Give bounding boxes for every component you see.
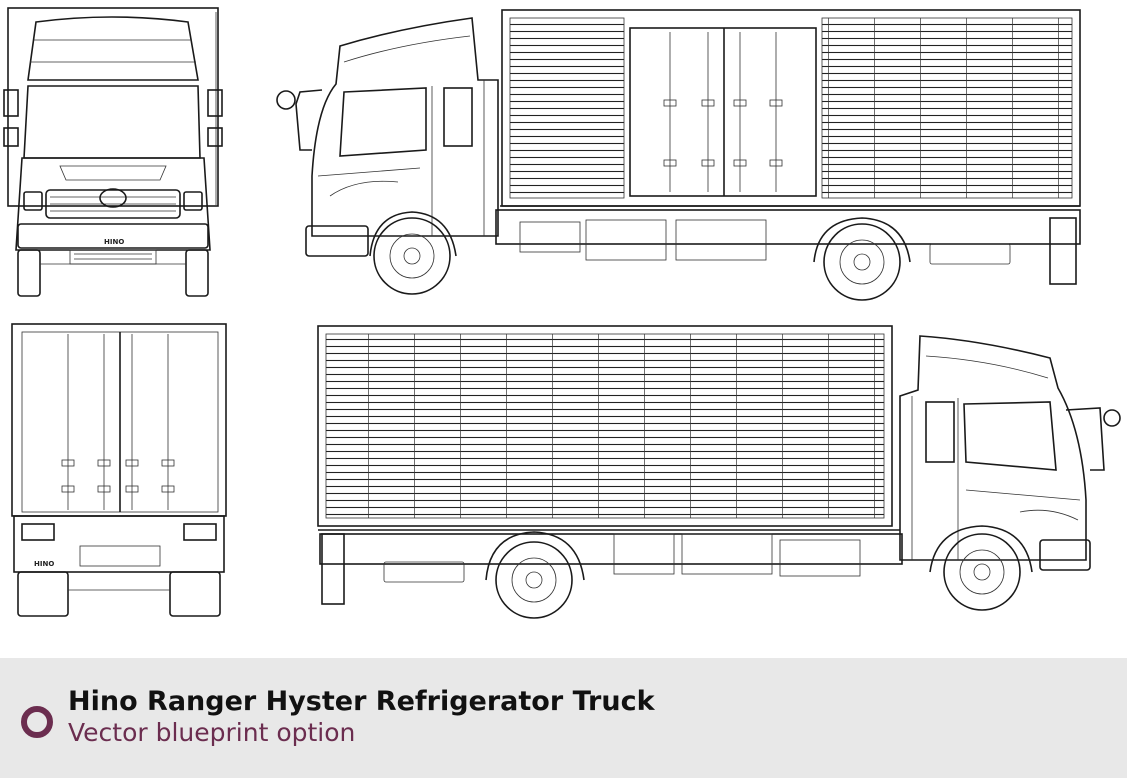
page-subtitle: Vector blueprint option (68, 718, 356, 747)
footer-bar (0, 658, 1127, 778)
front-view: HINO (3, 7, 223, 297)
circle-bullet-icon (21, 706, 53, 738)
page-title: Hino Ranger Hyster Refrigerator Truck (68, 686, 655, 717)
rear-text: HINO (34, 560, 54, 568)
side-view-right (317, 325, 1121, 619)
rear-view: HINO (11, 323, 227, 617)
blueprint-drawing: HINO (3, 7, 1121, 619)
front-grille-text: HINO (104, 238, 124, 246)
side-view-left (276, 9, 1081, 301)
